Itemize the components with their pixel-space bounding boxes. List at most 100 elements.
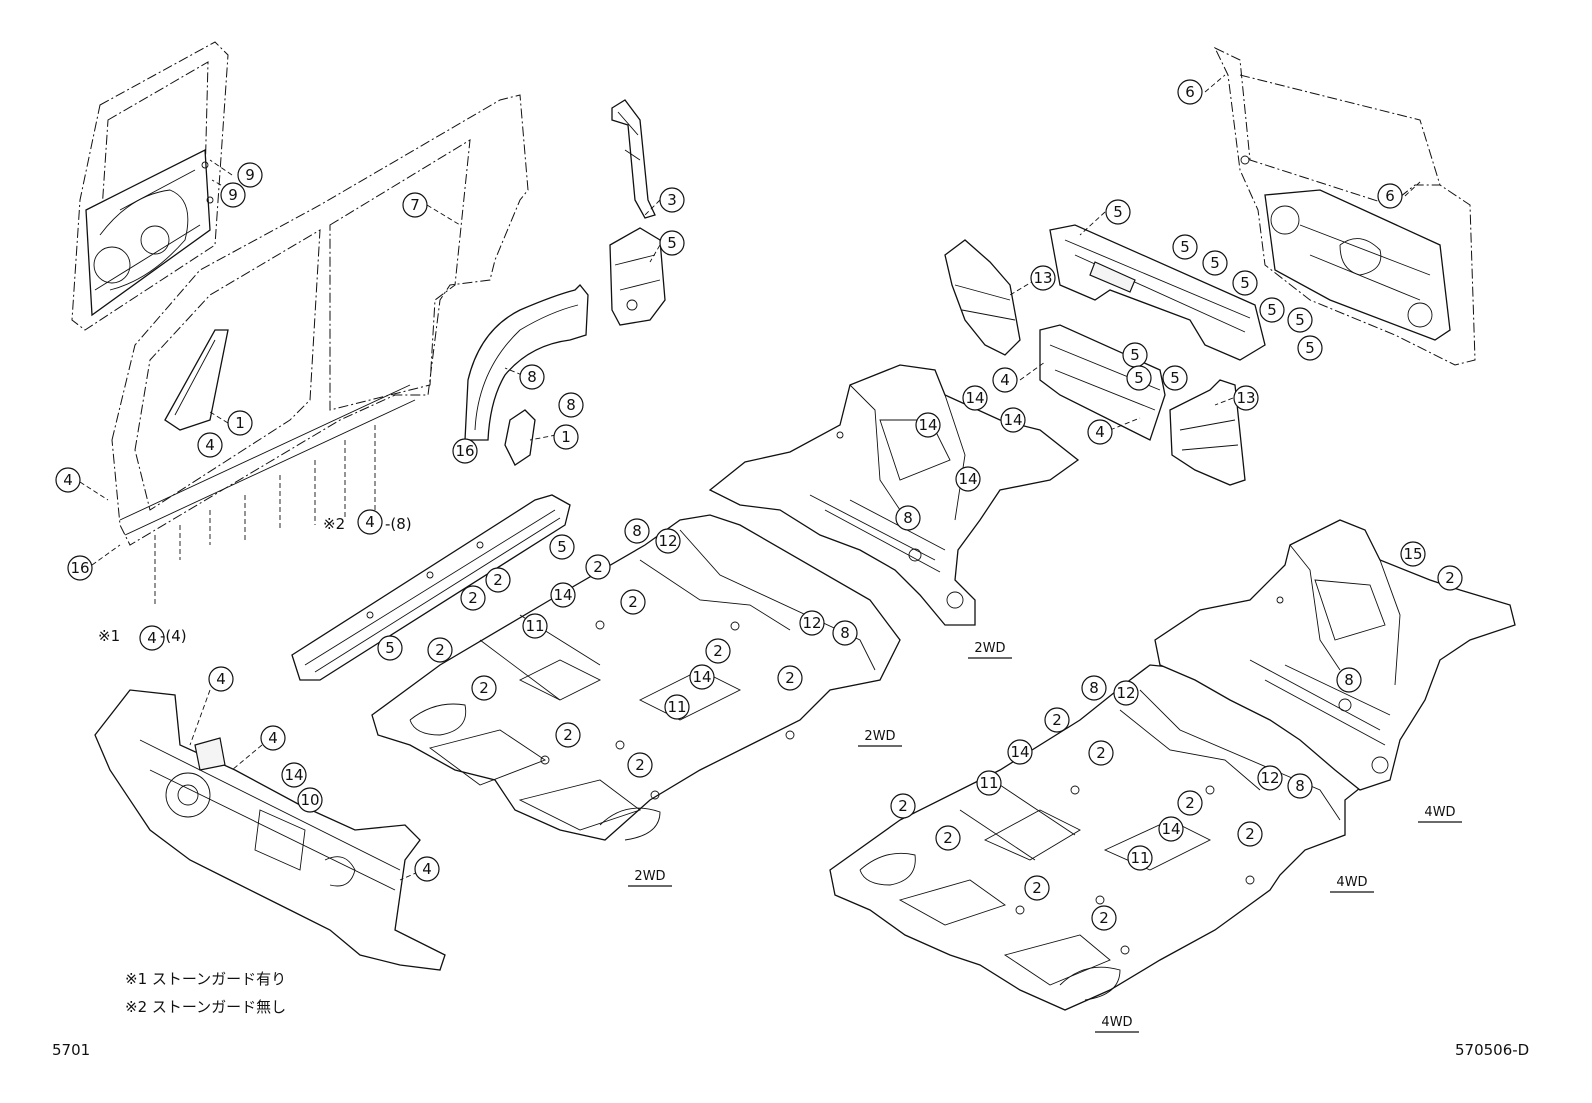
callout-circle: [1024, 875, 1050, 901]
callout-circle: [1232, 270, 1258, 296]
callout-circle: [1233, 385, 1259, 411]
callout-number: 4: [422, 860, 432, 878]
variant-text: 4WD: [1101, 1015, 1132, 1030]
callout-7: 7: [402, 192, 428, 218]
callout-2: 2: [1024, 875, 1050, 901]
callout-circle: [1158, 816, 1184, 842]
leader-lines-left: [154, 425, 376, 605]
callout-2: 2: [585, 554, 611, 580]
callout-4: 4: [357, 509, 383, 535]
callout-circle: [1172, 234, 1198, 260]
callout-5: 5: [1172, 234, 1198, 260]
callout-circle: [1287, 773, 1313, 799]
callout-circle: [471, 675, 497, 701]
callout-circle: [659, 187, 685, 213]
callout-circle: [585, 554, 611, 580]
callout-number: 8: [903, 509, 913, 527]
callout-14: 14: [1000, 407, 1026, 433]
callout-number: 2: [1052, 711, 1062, 729]
callout-circle: [550, 582, 576, 608]
callout-number: 2: [1099, 909, 1109, 927]
callout-16: 16: [452, 438, 478, 464]
callout-circle: [297, 787, 323, 813]
callout-number: 8: [1344, 671, 1354, 689]
footnote-stone-guard-without: ※2 ストーンガード無し: [125, 998, 287, 1016]
callout-16: 16: [67, 555, 93, 581]
callout-circle: [558, 392, 584, 418]
callout-circle: [237, 162, 263, 188]
callout-circle: [915, 412, 941, 438]
callout-14: 14: [915, 412, 941, 438]
callout-number: 11: [667, 698, 686, 716]
callout-12: 12: [655, 528, 681, 554]
callout-number: 4: [365, 513, 375, 531]
callout-circle: [414, 856, 440, 882]
callout-12: 12: [1257, 765, 1283, 791]
callout-circle: [1336, 667, 1362, 693]
callout-12: 12: [1113, 680, 1139, 706]
callout-circle: [1177, 79, 1203, 105]
callout-5: 5: [549, 534, 575, 560]
callout-number: 4: [205, 436, 215, 454]
callout-circle: [777, 665, 803, 691]
callout-number: 2: [635, 756, 645, 774]
callout-1: 1: [553, 424, 579, 450]
callout-circle: [427, 637, 453, 663]
callout-number: 2: [1245, 825, 1255, 843]
floor-assembly-2wd: [371, 514, 901, 841]
callout-2: 2: [1091, 905, 1117, 931]
callout-circle: [402, 192, 428, 218]
callout-14: 14: [550, 582, 576, 608]
callout-5: 5: [1105, 199, 1131, 225]
callout-number: 14: [965, 389, 984, 407]
body-side-outer: [111, 94, 529, 546]
callout-circle: [890, 793, 916, 819]
callout-6: 6: [1377, 183, 1403, 209]
callout-number: 5: [1210, 254, 1220, 272]
callout-14: 14: [689, 664, 715, 690]
callout-2: 2: [460, 585, 486, 611]
callout-circle: [485, 567, 511, 593]
variant-label-4wd: 4WD: [1330, 875, 1374, 893]
callout-circle: [705, 638, 731, 664]
callout-number: 2: [1096, 744, 1106, 762]
callout-circle: [1091, 905, 1117, 931]
callout-number: 1: [235, 414, 245, 432]
callout-circle: [377, 635, 403, 661]
callout-number: 8: [566, 396, 576, 414]
callout-number: 2: [435, 641, 445, 659]
variant-label-4wd: 4WD: [1418, 805, 1462, 823]
callout-4: 4: [197, 432, 223, 458]
callout-number: 5: [1267, 301, 1277, 319]
callout-5: 5: [1232, 270, 1258, 296]
callout-circle: [67, 555, 93, 581]
stone-guard-note-2-suffix: -(8): [385, 515, 412, 533]
callout-circle: [522, 613, 548, 639]
callout-circle: [620, 589, 646, 615]
callout-number: 11: [979, 774, 998, 792]
back-door: [1213, 46, 1476, 366]
variant-label-2wd: 2WD: [968, 641, 1012, 659]
wheel-house: [464, 284, 589, 466]
callout-15: 15: [1400, 541, 1426, 567]
callout-circle: [1127, 845, 1153, 871]
callout-number: 2: [493, 571, 503, 589]
callout-8: 8: [519, 364, 545, 390]
callout-number: 8: [527, 368, 537, 386]
callout-2: 2: [1044, 707, 1070, 733]
callout-circle: [1202, 250, 1228, 276]
callout-number: 2: [713, 642, 723, 660]
callout-number: 8: [840, 624, 850, 642]
variant-text: 4WD: [1336, 875, 1367, 890]
callout-2: 2: [627, 752, 653, 778]
callout-2: 2: [935, 825, 961, 851]
callout-8: 8: [624, 518, 650, 544]
callout-11: 11: [522, 613, 548, 639]
callout-2: 2: [1437, 565, 1463, 591]
dash-panel: [94, 689, 446, 971]
callout-circle: [452, 438, 478, 464]
callout-5: 5: [659, 230, 685, 256]
callout-10: 10: [297, 787, 323, 813]
callout-number: 14: [284, 766, 303, 784]
